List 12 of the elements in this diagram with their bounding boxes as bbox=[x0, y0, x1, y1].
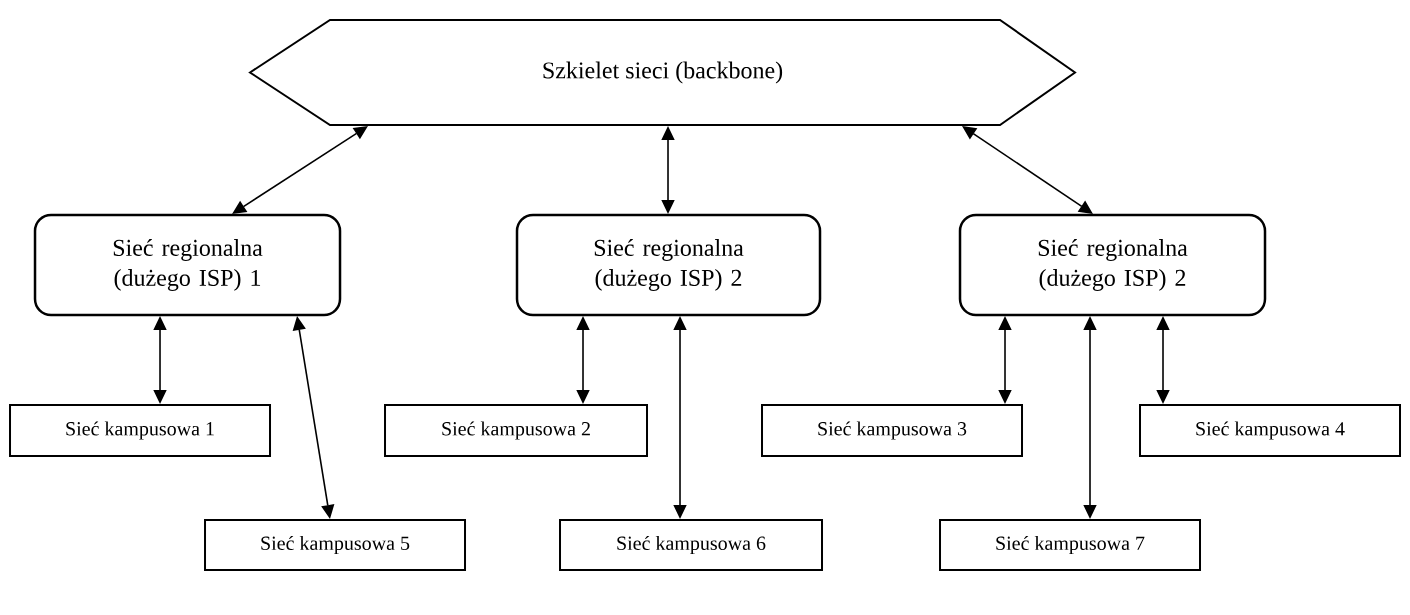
box: Sieć kampusowa 5 bbox=[204, 519, 466, 571]
box: Sieć kampusowa 3 bbox=[761, 404, 1023, 457]
rounded-box: Sieć regionalna (dużego ISP) 2 bbox=[515, 213, 822, 317]
box: Sieć kampusowa 1 bbox=[9, 404, 271, 457]
rounded-box: Sieć regionalna (dużego ISP) 2 bbox=[958, 213, 1267, 317]
box: Sieć kampusowa 4 bbox=[1139, 404, 1401, 457]
rounded-box: Sieć regionalna (dużego ISP) 1 bbox=[33, 213, 342, 317]
box: Sieć kampusowa 2 bbox=[384, 404, 648, 457]
box: Sieć kampusowa 7 bbox=[939, 519, 1201, 571]
double-arrow bbox=[962, 126, 1093, 214]
box: Sieć kampusowa 6 bbox=[559, 519, 823, 571]
double-arrow bbox=[232, 126, 368, 214]
